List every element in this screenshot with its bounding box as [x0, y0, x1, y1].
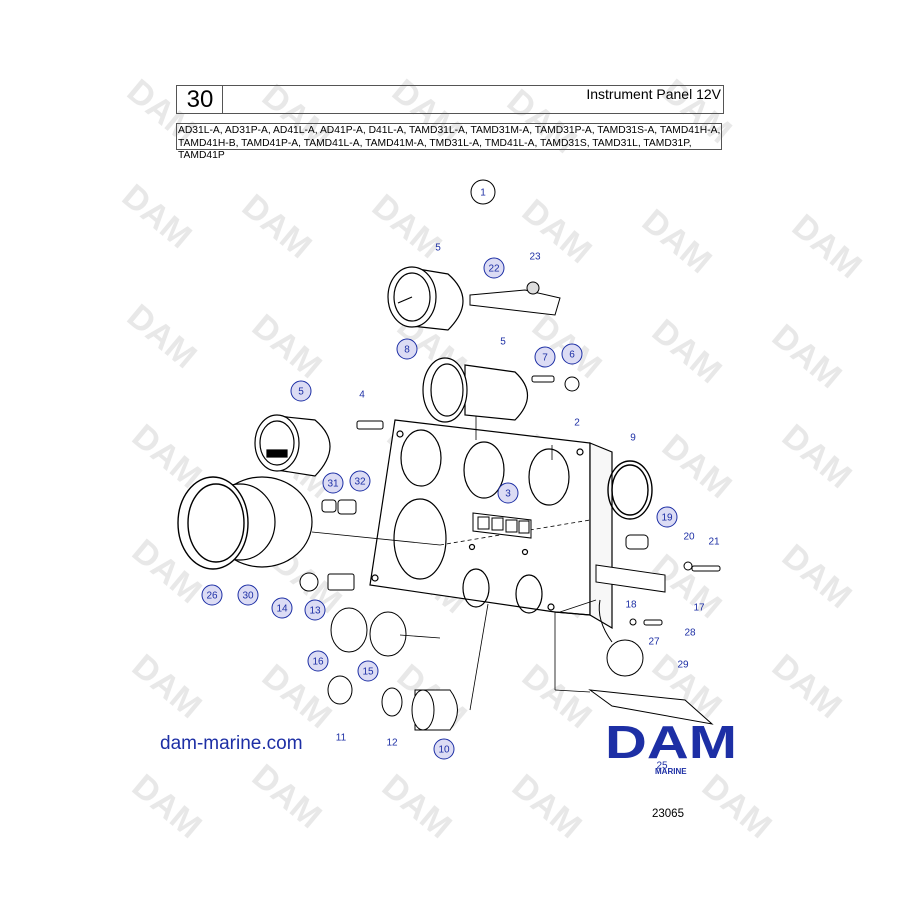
tachometer-bezel-ring — [177, 476, 249, 570]
callout-circle — [656, 506, 678, 528]
watermark-text: DAM — [765, 647, 849, 726]
callout-label-23: 23 — [529, 252, 541, 263]
drawing-number: 23065 — [652, 808, 684, 820]
logo-sub-text: MARINE — [655, 767, 687, 776]
callout-circle — [396, 338, 418, 360]
watermark-text: DAM — [115, 177, 199, 256]
bracket-25 — [554, 689, 714, 725]
watermark-text: DAM — [695, 767, 779, 846]
warning-lamp-module — [472, 512, 532, 539]
callout-label-4: 4 — [359, 390, 365, 401]
callout-label-27: 27 — [648, 637, 660, 648]
model-list: AD31L-A, AD31P-A, AD41L-A, AD41P-A, D41L… — [176, 123, 722, 161]
callout-circle — [271, 597, 293, 619]
watermark-text: DAM — [645, 312, 729, 391]
callout-label-29: 29 — [677, 660, 689, 671]
watermark-text: DAM — [125, 767, 209, 846]
callout-circle — [470, 179, 496, 205]
callout-label-5: 5 — [500, 337, 506, 348]
callout-label-13: 13 — [309, 606, 321, 617]
callout-circle — [304, 599, 326, 621]
section-number: 30 — [176, 85, 223, 114]
callout-label-26: 26 — [206, 591, 218, 602]
callout-label-28: 28 — [684, 628, 696, 639]
watermark-text: DAM — [515, 192, 599, 271]
small-parts — [299, 375, 721, 731]
watermark-text: DAM — [235, 187, 319, 266]
watermark-text: DAM — [125, 647, 209, 726]
watermark-text: DAM — [635, 202, 719, 281]
page-title: Instrument Panel 12V — [586, 86, 721, 102]
watermark-text: DAM — [775, 417, 859, 496]
callout-label-30: 30 — [242, 591, 254, 602]
watermark-text: DAM — [375, 767, 459, 846]
callout-circle — [322, 472, 344, 494]
callout-label-18: 18 — [625, 600, 637, 611]
callout-label-1: 1 — [480, 188, 486, 199]
callout-label-10: 10 — [438, 745, 450, 756]
watermark-text: DAM — [765, 317, 849, 396]
callout-label-15: 15 — [362, 667, 374, 678]
callout-label-2: 2 — [574, 418, 580, 429]
callout-label-21: 21 — [708, 537, 720, 548]
watermark-text: DAM — [775, 537, 859, 616]
callout-circle — [433, 738, 455, 760]
callout-circle — [237, 584, 259, 606]
callout-label-8: 8 — [404, 345, 410, 356]
callout-circle — [290, 380, 312, 402]
callout-label-5: 5 — [298, 387, 304, 398]
callout-label-25: 25 — [656, 761, 668, 772]
gauge-top — [387, 266, 464, 331]
callout-circle — [561, 343, 583, 365]
callout-label-16: 16 — [312, 657, 324, 668]
callout-label-14: 14 — [276, 604, 288, 615]
callout-label-11: 11 — [336, 733, 347, 744]
callout-label-19: 19 — [661, 513, 673, 524]
callout-label-5: 5 — [435, 243, 441, 254]
bracket-22 — [469, 281, 561, 316]
callout-circle — [357, 660, 379, 682]
callout-label-20: 20 — [683, 532, 695, 543]
watermark-text: DAM — [515, 657, 599, 736]
callout-label-3: 3 — [505, 489, 511, 500]
dam-marine-logo: DAM MARINE — [605, 716, 737, 776]
watermark-text: DAM — [655, 427, 739, 506]
callout-circle — [534, 346, 556, 368]
watermark-text: DAM — [245, 757, 329, 836]
callout-circle — [307, 650, 329, 672]
logo-main-text: DAM — [605, 716, 737, 768]
callout-label-12: 12 — [386, 738, 398, 749]
gauge-middle — [422, 357, 529, 423]
hour-meter-gauge — [254, 414, 331, 477]
callout-label-31: 31 — [327, 479, 339, 490]
watermark-text: DAM — [245, 307, 329, 386]
callout-label-17: 17 — [693, 603, 705, 614]
callout-circle — [483, 257, 505, 279]
gauge-bezel-9 — [607, 460, 653, 520]
callout-circle — [497, 482, 519, 504]
callout-label-9: 9 — [630, 433, 636, 444]
title-box: Instrument Panel 12V — [222, 85, 724, 114]
callout-label-22: 22 — [488, 264, 500, 275]
watermark-text: DAM — [365, 187, 449, 266]
watermark-text: DAM — [785, 207, 869, 286]
leader-lines — [399, 599, 597, 711]
callout-label-32: 32 — [354, 477, 366, 488]
callout-circle — [349, 470, 371, 492]
website-link[interactable]: dam-marine.com — [160, 733, 303, 754]
watermark-text: DAM — [120, 297, 204, 376]
callout-label-7: 7 — [542, 353, 548, 364]
callout-circle — [201, 584, 223, 606]
watermark-text: DAM — [505, 767, 589, 846]
callout-label-6: 6 — [569, 350, 575, 361]
watermark-text: DAM — [255, 657, 339, 736]
